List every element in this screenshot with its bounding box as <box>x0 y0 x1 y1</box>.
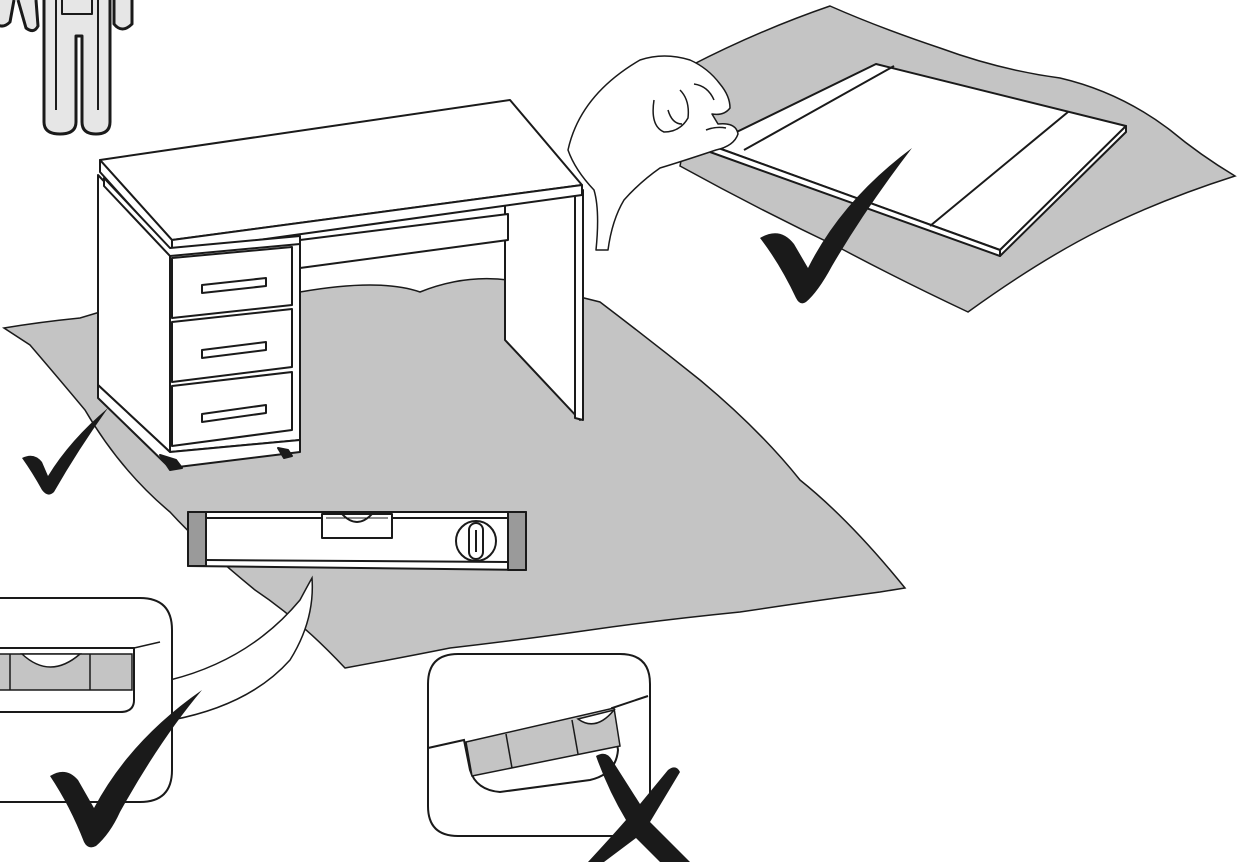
callout-connector <box>170 578 312 720</box>
drawer-handle-middle <box>202 342 266 358</box>
desk-icon <box>98 100 583 470</box>
drawer-handle-bottom <box>202 405 266 422</box>
bubble-off-center <box>578 710 614 724</box>
check-mark-icon <box>22 408 108 495</box>
drawer-stack <box>172 247 292 446</box>
two-person-assembly-icon <box>0 0 132 134</box>
drawer-handle-top <box>202 278 266 293</box>
inset-level-correct <box>0 598 172 802</box>
hand-icon <box>568 56 738 250</box>
cross-mark-icon <box>588 753 690 862</box>
check-mark-icon <box>760 148 912 304</box>
bubble-centered <box>22 654 80 667</box>
check-mark-icon <box>50 690 202 848</box>
spirit-level-icon <box>188 512 526 570</box>
inset-level-incorrect <box>428 654 650 836</box>
